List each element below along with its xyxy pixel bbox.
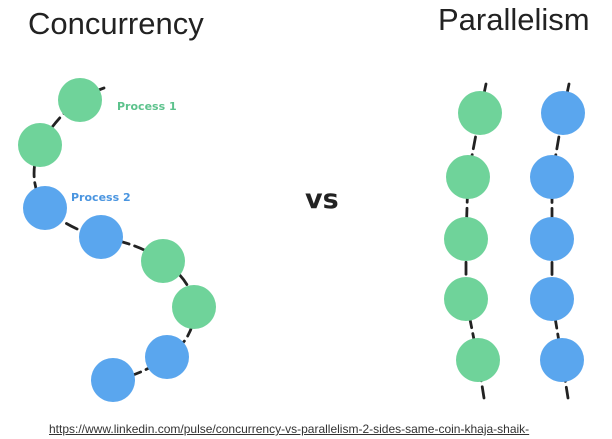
concurrency-parallelism-diagram: Process 1 Process 2 xyxy=(18,78,585,402)
concurrency-process-2-node xyxy=(79,215,123,259)
parallel-process-1-node xyxy=(458,91,502,135)
parallelism-title: Parallelism xyxy=(438,2,590,37)
vs-label: vs xyxy=(305,184,339,215)
parallel-process-2-node xyxy=(540,338,584,382)
parallel-process-1-node xyxy=(444,277,488,321)
concurrency-process-1-node xyxy=(18,123,62,167)
concurrency-thread xyxy=(18,78,216,402)
concurrency-process-1-node xyxy=(141,239,185,283)
parallel-process-1-node xyxy=(446,155,490,199)
concurrency-process-1-node xyxy=(172,285,216,329)
parallel-process-1-node xyxy=(456,338,500,382)
parallel-process-1-node xyxy=(444,217,488,261)
parallel-process-2-node xyxy=(530,217,574,261)
concurrency-process-2-node xyxy=(23,186,67,230)
concurrency-process-2-node xyxy=(145,335,189,379)
parallelism-threads xyxy=(444,82,585,400)
concurrency-process-2-node xyxy=(91,358,135,402)
process-2-label: Process 2 xyxy=(71,191,131,204)
parallel-process-2-node xyxy=(530,155,574,199)
concurrency-process-1-node xyxy=(58,78,102,122)
parallel-process-2-node xyxy=(530,277,574,321)
source-link[interactable]: https://www.linkedin.com/pulse/concurren… xyxy=(49,422,530,436)
parallel-process-2-node xyxy=(541,91,585,135)
concurrency-title: Concurrency xyxy=(28,6,204,41)
process-1-label: Process 1 xyxy=(117,100,177,113)
